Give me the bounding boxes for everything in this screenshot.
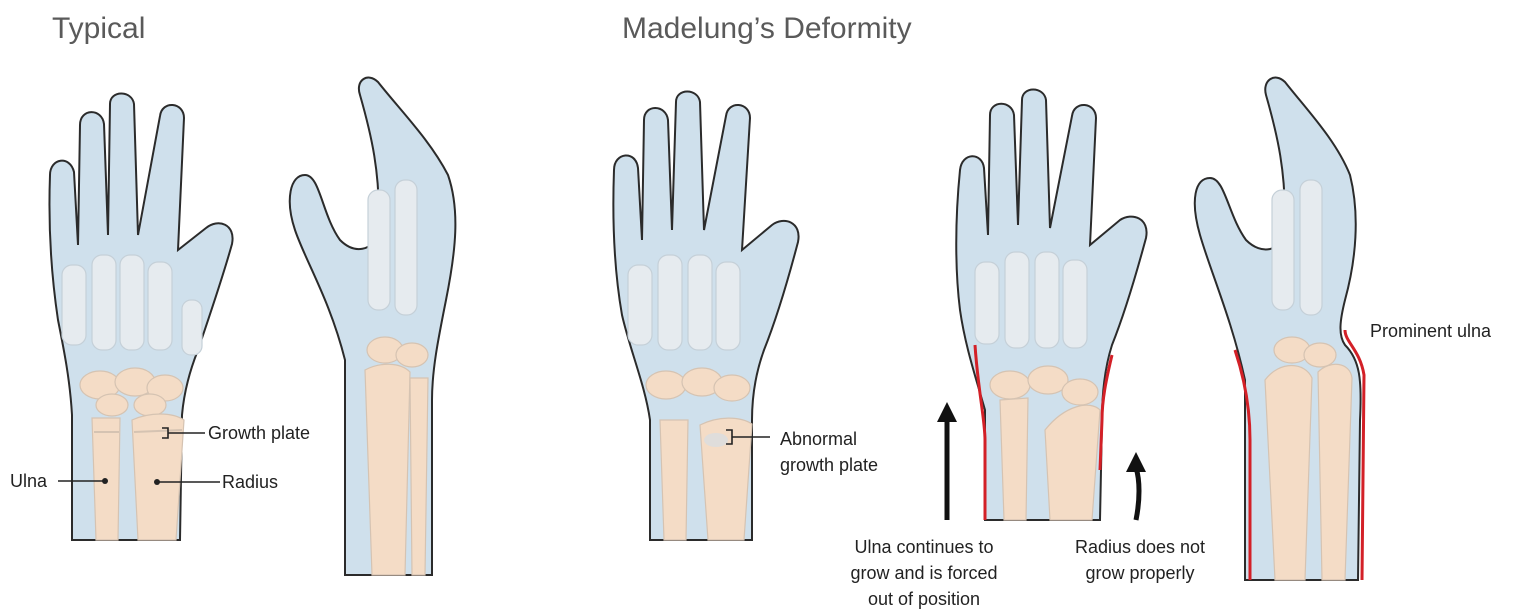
label-abnormal-line2: growth plate xyxy=(780,452,878,478)
radius-growth-arrow xyxy=(1136,468,1139,520)
label-ulna-continues: Ulna continues to grow and is forced out… xyxy=(826,534,1022,612)
label-abnormal-line1: Abnormal xyxy=(780,426,878,452)
typical-palm-hand xyxy=(49,94,232,541)
label-prominent-ulna: Prominent ulna xyxy=(1370,318,1491,344)
heading-typical: Typical xyxy=(52,12,145,46)
typical-side-hand xyxy=(290,78,456,575)
label-ulna: Ulna xyxy=(10,468,47,494)
label-ulna-continues-line1: Ulna continues to xyxy=(826,534,1022,560)
label-abnormal-growth-plate: Abnormal growth plate xyxy=(780,426,878,478)
label-radius: Radius xyxy=(222,469,278,495)
label-radius-not-line2: grow properly xyxy=(1052,560,1228,586)
madelung-side-hand xyxy=(1195,78,1364,580)
label-ulna-continues-line2: grow and is forced xyxy=(826,560,1022,586)
madelung-palm-hand xyxy=(613,92,798,541)
madelung-palm-hand-2 xyxy=(956,90,1146,521)
label-radius-not-line1: Radius does not xyxy=(1052,534,1228,560)
heading-madelung: Madelung’s Deformity xyxy=(622,12,912,46)
label-growth-plate: Growth plate xyxy=(208,420,310,446)
label-radius-not: Radius does not grow properly xyxy=(1052,534,1228,586)
label-ulna-continues-line3: out of position xyxy=(826,586,1022,612)
